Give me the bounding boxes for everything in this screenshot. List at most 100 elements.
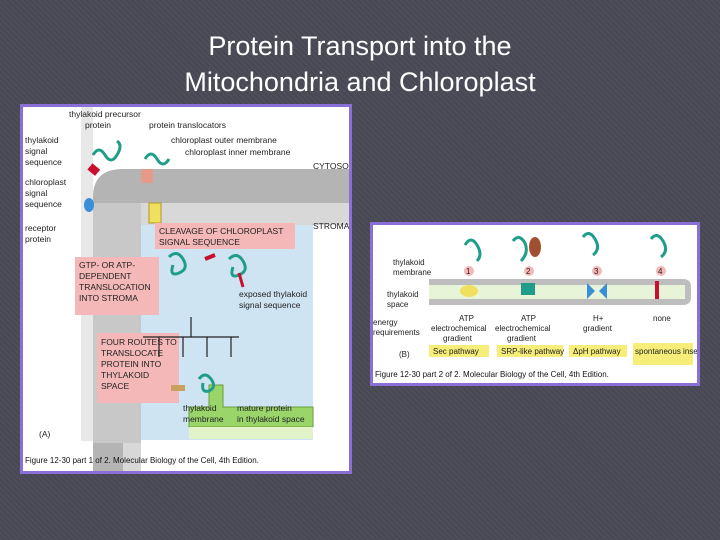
receptor-label-2: protein <box>25 234 51 244</box>
mature-protein-shape <box>197 373 216 393</box>
srp-protein <box>511 236 528 263</box>
route-number-2: 2 <box>526 267 531 276</box>
precursor-at-translocator <box>143 152 171 166</box>
srp-pathway-label: SRP-like pathway <box>501 347 564 356</box>
exposed-signal-tail <box>237 272 245 288</box>
route-marker-1 <box>464 266 474 276</box>
stroma-protein-1 <box>167 252 187 276</box>
sec-translocator <box>460 285 478 297</box>
precursor-label-2: protein <box>85 120 111 130</box>
four-routes-line-5: SPACE <box>101 381 130 391</box>
figure-b-panel: 1 2 3 4 thylakoid membrane thylakoid spa… <box>370 222 713 386</box>
inner-translocator <box>148 202 162 224</box>
energy-label-2: requirements <box>373 328 420 337</box>
translocation-line-2: DEPENDENT <box>79 271 131 281</box>
route-marker-2 <box>524 266 534 276</box>
energy-4-line-1: none <box>653 314 671 323</box>
cleavage-box <box>155 223 295 249</box>
route-number-4: 4 <box>658 267 663 276</box>
outer-membrane-label: chloroplast outer membrane <box>171 135 277 145</box>
b-thylakoid-membrane-2: membrane <box>393 268 432 277</box>
spontaneous-label: spontaneous insertion <box>635 347 697 356</box>
outer-translocator <box>141 169 153 183</box>
thylakoid-signal-marker <box>87 163 101 176</box>
figure-b-diagram: 1 2 3 4 thylakoid membrane thylakoid spa… <box>373 225 713 383</box>
translocation-line-4: INTO STROMA <box>79 293 138 303</box>
stroma-protein-2 <box>227 254 247 278</box>
translocation-line-1: GTP- OR ATP- <box>79 260 135 270</box>
energy-3-line-1: H+ <box>593 314 604 323</box>
figure-a-panel: CLEAVAGE OF CHLOROPLAST SIGNAL SEQUENCE … <box>20 104 354 474</box>
energy-label-1: energy <box>373 318 397 327</box>
stroma-label: STROMA <box>313 221 349 231</box>
spontaneous-insertion-marker <box>655 281 659 299</box>
exposed-signal-label-1: exposed thylakoid <box>239 289 307 299</box>
route-marker-3 <box>592 266 602 276</box>
delta-ph-pathway-label: ΔpH pathway <box>573 347 621 356</box>
srp-pathway-tag <box>497 345 563 357</box>
energy-2-line-3: gradient <box>507 334 537 343</box>
slide-title: Protein Transport into the Mitochondria … <box>0 28 720 100</box>
thylakoid-signal-label-1: thylakoid <box>25 135 59 145</box>
sec-protein <box>463 238 482 263</box>
delta-ph-translocator <box>587 283 607 299</box>
sec-pathway-tag <box>429 345 489 357</box>
srp-particle <box>529 237 541 257</box>
translocation-line-3: TRANSLOCATION <box>79 282 151 292</box>
receptor-label-1: receptor <box>25 223 56 233</box>
panel-a-label: (A) <box>39 429 51 439</box>
four-routes-line-2: TRANSLOCATE <box>101 348 164 358</box>
chloroplast-signal-label-2: signal <box>25 188 47 198</box>
panel-b-label: (B) <box>399 350 410 359</box>
energy-1-line-3: gradient <box>443 334 473 343</box>
chloroplast-signal-label-1: chloroplast <box>25 177 67 187</box>
thylakoid-membrane-shape <box>188 384 314 428</box>
route-marker-4 <box>656 266 666 276</box>
cleaved-signal <box>204 253 216 261</box>
thylakoid-signal-label-3: sequence <box>25 157 62 167</box>
translocators-label: protein translocators <box>149 120 226 130</box>
thylakoid-signal-label-2: signal <box>25 146 47 156</box>
spontaneous-protein <box>649 234 668 259</box>
chloroplast-signal-marker <box>84 198 94 212</box>
energy-2-line-2: electrochemical <box>495 324 551 333</box>
four-routes-line-1: FOUR ROUTES TO <box>101 337 177 347</box>
chloroplast-signal-label-3: sequence <box>25 199 62 209</box>
delta-ph-protein <box>581 232 600 257</box>
cleavage-line-1: CLEAVAGE OF CHLOROPLAST <box>159 226 283 236</box>
figure-b-caption: Figure 12-30 part 2 of 2. Molecular Biol… <box>375 370 609 379</box>
four-routes-box <box>97 333 179 403</box>
delta-ph-pathway-tag <box>569 345 627 357</box>
stroma-area <box>141 225 313 440</box>
thylakoid-space-shape <box>189 427 313 439</box>
exposed-signal-label-2: signal sequence <box>239 300 301 310</box>
precursor-protein-squiggle <box>91 139 122 162</box>
srp-translocator <box>521 283 535 295</box>
four-routes-line-4: THYLAKOID <box>101 370 149 380</box>
b-thylakoid-membrane-1: thylakoid <box>393 258 425 267</box>
mature-protein-label-1: mature protein <box>237 403 292 413</box>
mature-protein-label-2: in thylakoid space <box>237 414 305 424</box>
cytosol-label: CYTOSOL <box>313 161 349 171</box>
b-thylakoid-space-1: thylakoid <box>387 290 419 299</box>
thylakoid-membrane-label-1: thylakoid <box>183 403 217 413</box>
thylakoid-membrane-label-2: membrane <box>183 414 224 424</box>
outer-envelope <box>93 203 141 443</box>
title-line-2: Mitochondria and Chloroplast <box>184 67 536 97</box>
precursor-label-1: thylakoid precursor <box>69 109 141 119</box>
energy-3-line-2: gradient <box>583 324 613 333</box>
figure-a-caption: Figure 12-30 part 1 of 2. Molecular Biol… <box>25 456 259 465</box>
energy-1-line-1: ATP <box>459 314 474 323</box>
title-line-1: Protein Transport into the <box>208 31 512 61</box>
energy-2-line-1: ATP <box>521 314 536 323</box>
b-thylakoid-space-2: space <box>387 300 409 309</box>
figure-a-diagram: CLEAVAGE OF CHLOROPLAST SIGNAL SEQUENCE … <box>23 107 354 471</box>
route-number-3: 3 <box>594 267 599 276</box>
translocation-box <box>75 257 159 315</box>
route-number-1: 1 <box>466 267 471 276</box>
cleavage-line-2: SIGNAL SEQUENCE <box>159 237 240 247</box>
thylakoid-space-band <box>429 285 685 299</box>
energy-1-line-2: electrochemical <box>431 324 487 333</box>
four-routes-line-3: PROTEIN INTO <box>101 359 162 369</box>
sec-pathway-label: Sec pathway <box>433 347 479 356</box>
